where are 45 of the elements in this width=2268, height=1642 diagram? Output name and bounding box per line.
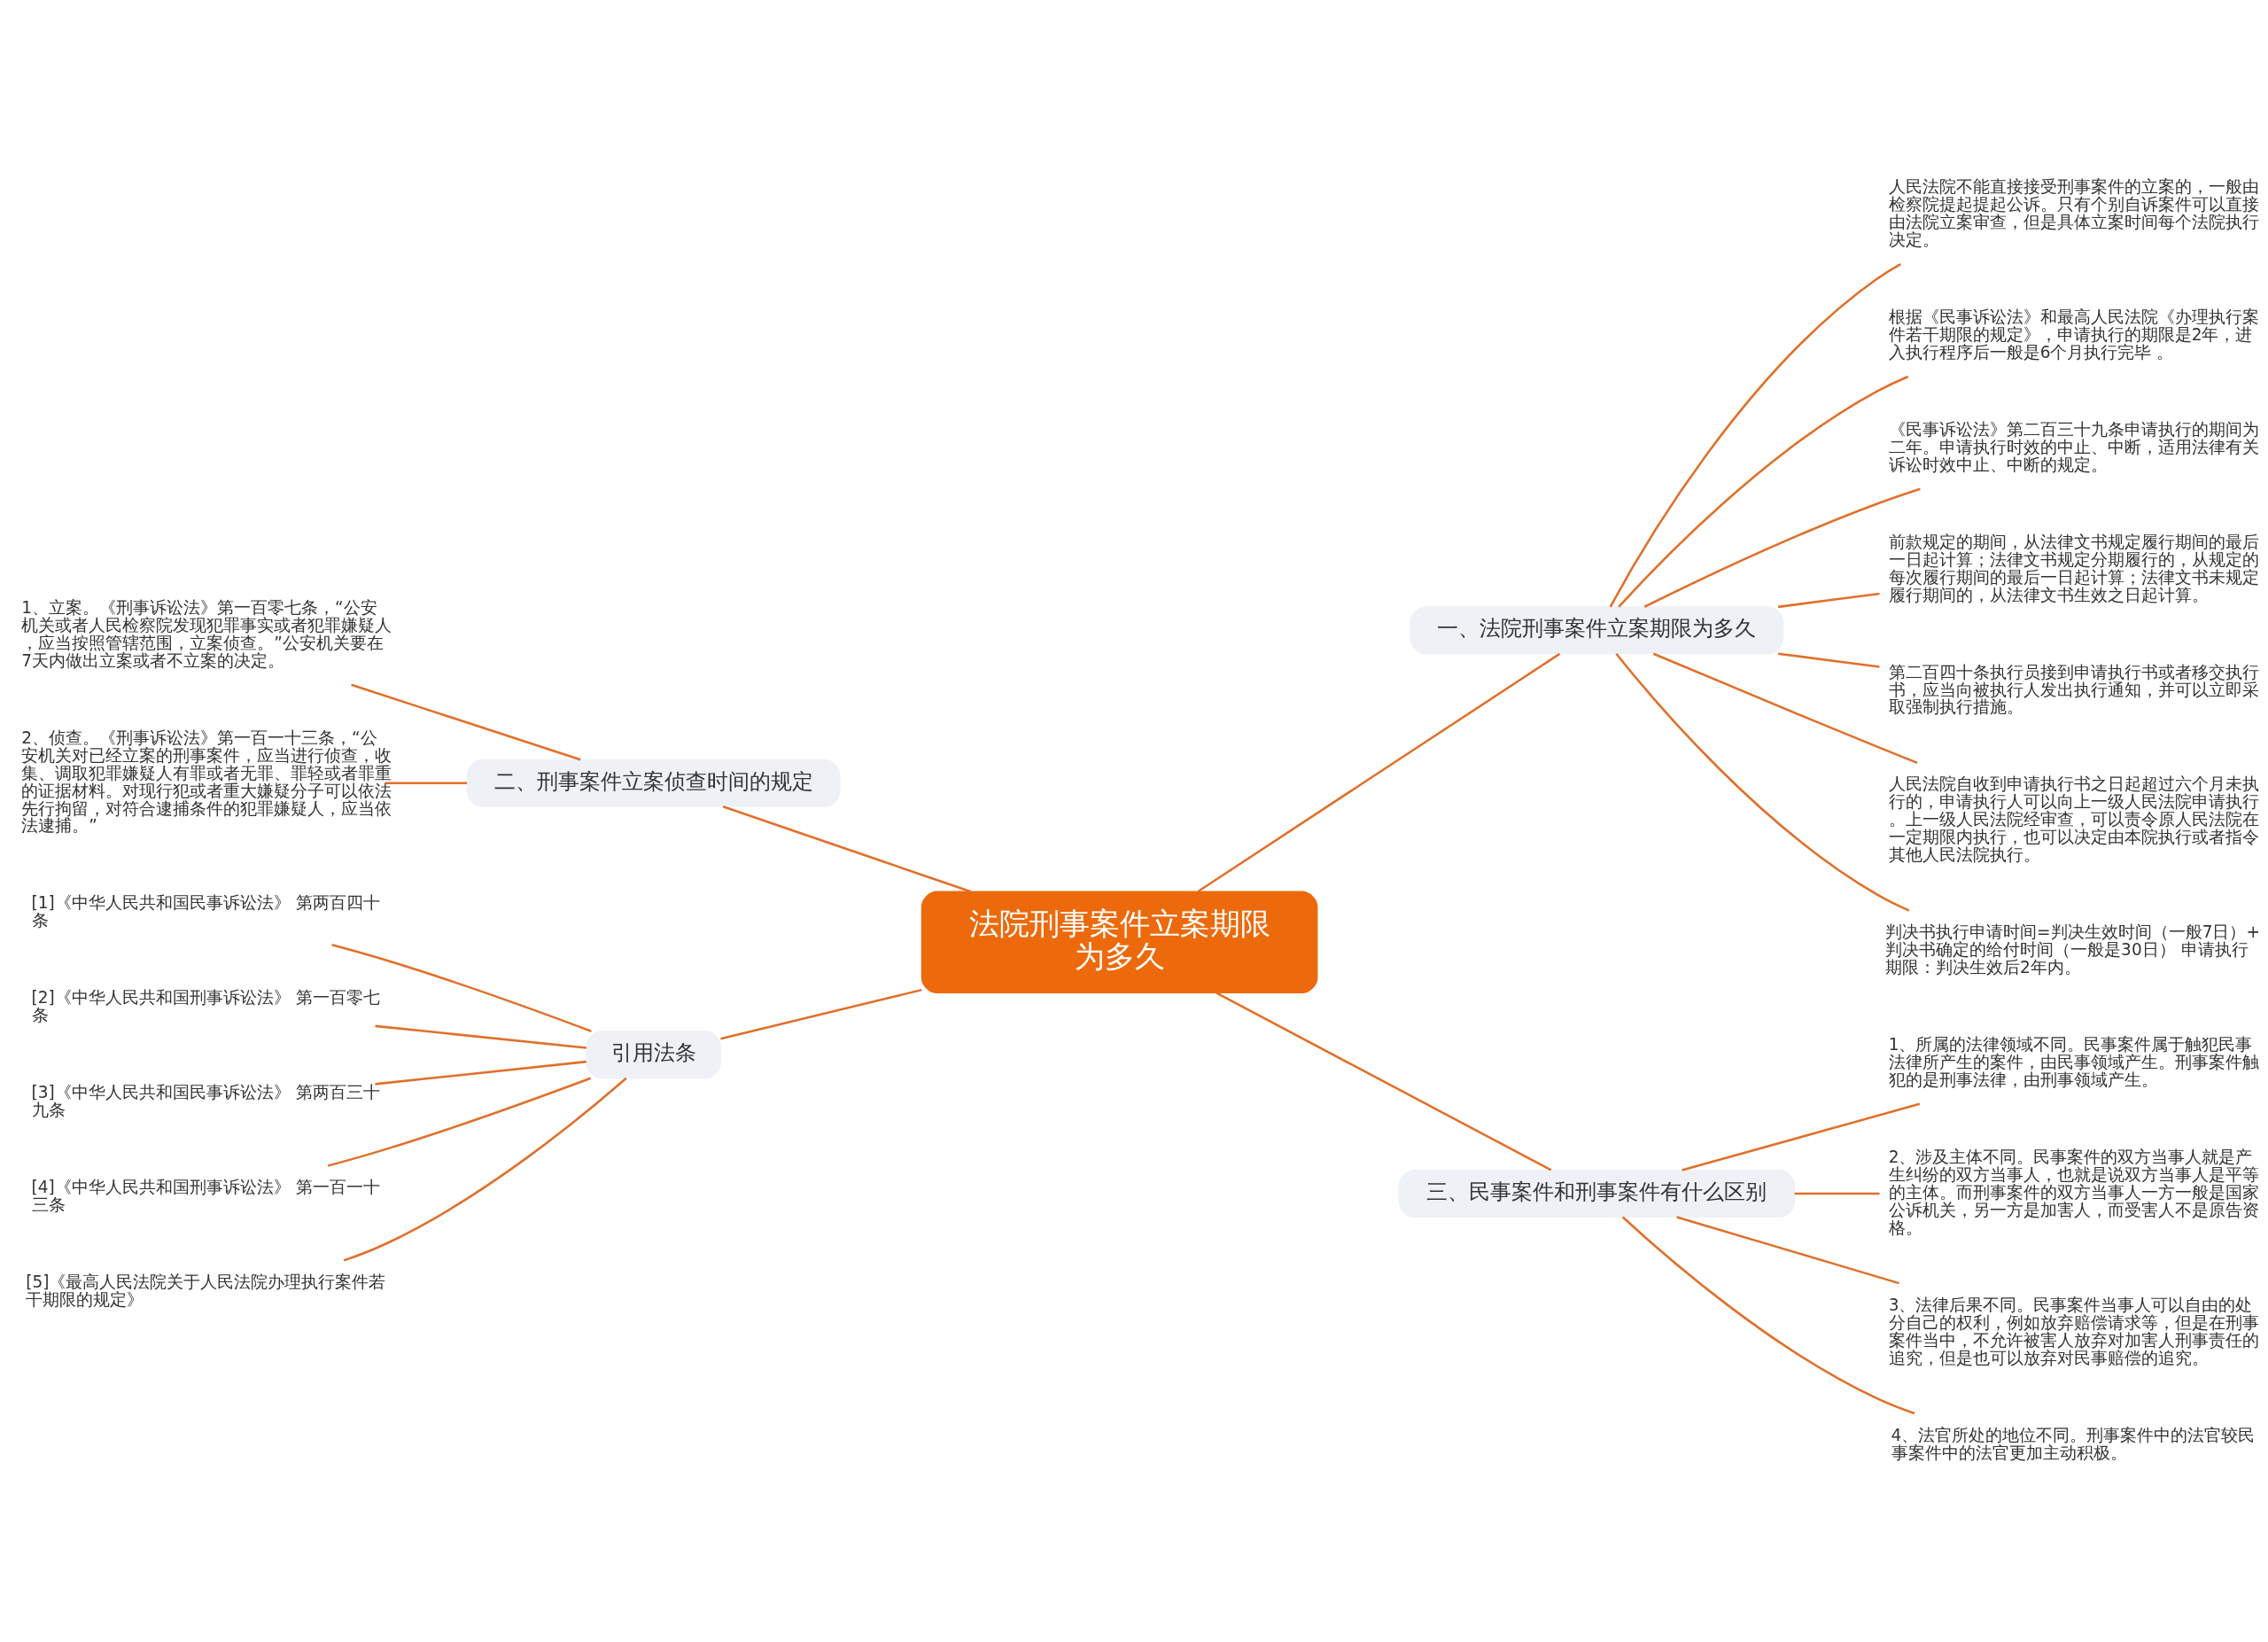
connector: [1618, 375, 1909, 608]
connector: [1676, 1216, 1899, 1285]
node-box: 三、民事案件和刑事案件有什么区别: [1398, 1169, 1796, 1218]
connector: [375, 1024, 586, 1049]
node-text: 《民事诉讼法》第二百三十九条申请执行的期间为二年。申请执行时效的中止、中断，适用法律有关诉讼时效中止、中断的规定。: [1888, 419, 2259, 474]
node-text: [3]《中华人民共和国民事诉讼法》 第两百三十九条: [31, 1083, 380, 1120]
node-box: 一、法院刑事案件立案期限为多久: [1410, 606, 1784, 655]
connector: [331, 944, 592, 1032]
connector: [1794, 1192, 1880, 1195]
node-text: [2]《中华人民共和国刑事诉讼法》 第一百零七条: [31, 988, 380, 1025]
connector: [1777, 592, 1880, 609]
node-text: 1、立案。《刑事诉讼法》第一百零七条，“公安机关或者人民检察院发现犯罪事实或者犯罪嫌疑人，应当按照管辖范围，立案侦查。”公安机关要在7天内做出立案或者不立案的决定。: [21, 597, 392, 670]
node-text: [4]《中华人民共和国刑事诉讼法》 第一百一十三条: [31, 1178, 380, 1215]
node-box: 二、刑事案件立案侦查时间的规定: [466, 759, 841, 807]
connector: [1621, 1216, 1915, 1415]
node-text: 第二百四十条执行员接到申请执行书或者移交执行书，应当向被执行人发出执行通知，并可以立即采取强制执行措施。: [1888, 662, 2259, 717]
connector: [1643, 487, 1921, 608]
connector: [1652, 652, 1918, 765]
node-text: [5]《最高人民法院关于人民法院办理执行案件若干期限的规定》: [26, 1272, 386, 1310]
node-text: 人民法院不能直接接受刑事案件的立案的，一般由检察院提起提起公诉。只有个别自诉案件可以直接由法院立案审查，但是具体立案时间每个法院执行决定。: [1888, 177, 2259, 250]
connector: [1216, 992, 1552, 1171]
connector: [351, 683, 581, 761]
connector: [1197, 652, 1561, 893]
connector: [722, 805, 972, 893]
connector: [1777, 652, 1880, 668]
node-box: 引用法条: [586, 1031, 721, 1079]
connector: [1615, 653, 1910, 912]
connector: [343, 1077, 627, 1262]
node-text: 根据《民事诉讼法》和最高人民法院《办理执行案件若干期限的规定》，申请执行的期限是2年，进入执行程序后一般是6个月执行完毕 。: [1888, 307, 2259, 362]
connector: [1682, 1102, 1921, 1171]
node-text: 2、侦查。《刑事诉讼法》第一百一十三条，“公安机关对已经立案的刑事案件，应当进行侦查，收集、调取犯罪嫌疑人有罪或者无罪、罪轻或者罪重的证据材料。对现行犯或者重大嫌疑分子可以依法先行拘留，对符合逮捕条件的犯罪嫌疑人，应当依法逮捕。”: [21, 728, 392, 836]
node-text: [1]《中华人民共和国民事诉讼法》 第两百四十条: [31, 893, 380, 930]
connector: [1609, 263, 1901, 608]
node-text: 3、法律后果不同。民事案件当事人可以自由的处分自己的权利，例如放弃赔偿请求等，但是在刑事案件当中，不允许被害人放弃对加害人刑事责任的追究，但是也可以放弃对民事赔偿的追究。: [1888, 1295, 2259, 1367]
node-text: 判决书执行申请时间=判决生效时间（一般7日）+判决书确定的给付时间（一般是30日） 申请执行期限：判决生效后2年内。: [1885, 922, 2260, 977]
node-text: 4、法官所处的地位不同。刑事案件中的法官较民事案件中的法官更加主动积极。: [1891, 1425, 2256, 1462]
connector: [720, 988, 922, 1040]
node-text: 2、涉及主体不同。民事案件的双方当事人就是产生纠纷的双方当事人，也就是说双方当事人是平等的主体。而刑事案件的双方当事人一方一般是国家公诉机关，另一方是加害人，而受害人不是原告资格。: [1888, 1147, 2259, 1237]
node-text: 前款规定的期间，从法律文书规定履行期间的最后一日起计算；法律文书规定分期履行的，从规定的每次履行期间的最后一日起计算；法律文书未规定履行期间的，从法律文书生效之日起计算。: [1888, 532, 2259, 604]
connector: [384, 782, 468, 785]
node-box: 法院刑事案件立案期限为多久: [920, 891, 1318, 994]
connector: [375, 1060, 586, 1086]
node-text: 人民法院自收到申请执行书之日起超过六个月未执行的，申请执行人可以向上一级人民法院申请执行。上一级人民法院经审查，可以责令原人民法院在一定期限内执行，也可以决定由本院执行或者指令其他人民法院执行。: [1888, 774, 2259, 865]
connector: [327, 1077, 592, 1167]
node-text: 1、所属的法律领域不同。民事案件属于触犯民事法律所产生的案件，由民事领域产生。刑事案件触犯的是刑事法律，由刑事领域产生。: [1888, 1035, 2259, 1089]
